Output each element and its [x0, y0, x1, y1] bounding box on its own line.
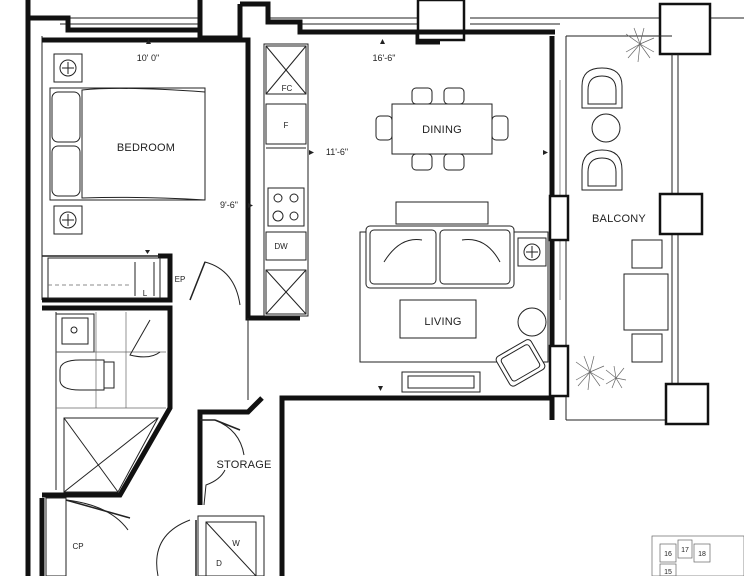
entry [39, 497, 197, 576]
dining-set [375, 87, 509, 171]
label-living: LIVING [424, 316, 461, 328]
dim-living-width: 16'-6" [373, 53, 396, 63]
keyplan [651, 535, 744, 576]
keyplan-unit: 17 [681, 547, 689, 554]
label-dryer: D [216, 559, 222, 568]
nightstands [53, 53, 83, 235]
label-washer: W [232, 539, 240, 548]
bedroom-door [189, 261, 241, 306]
bed [49, 87, 206, 201]
dim-bedroom-width: 10' 0" [137, 53, 159, 63]
keyplan-unit: 16 [664, 551, 672, 558]
keyplan-unit: 15 [664, 569, 672, 576]
bedroom-walls [42, 37, 300, 321]
top-window-band [60, 17, 744, 25]
dim-bedroom-depth: 9'-6" [220, 200, 238, 210]
label-bedroom: BEDROOM [117, 142, 175, 154]
living-furniture [359, 201, 549, 393]
kitchen-counter [263, 43, 309, 317]
pillar-balcony-bottom [664, 382, 710, 426]
label-linen: L [143, 289, 148, 298]
dim-kitchen-length: 11'-6" [326, 147, 348, 157]
label-fridge-closet: FC [282, 84, 293, 93]
pillar-balcony-mid [658, 192, 704, 236]
label-storage: STORAGE [217, 459, 272, 471]
living-east-wall [548, 36, 570, 420]
label-dishwasher: DW [274, 242, 288, 251]
linen-closet [47, 250, 161, 299]
label-fridge: F [284, 121, 289, 130]
label-balcony: BALCONY [592, 213, 646, 225]
label-dining: DINING [422, 124, 462, 136]
storage [200, 419, 245, 506]
dimension-markers [146, 39, 548, 208]
laundry [197, 515, 265, 576]
balcony [566, 27, 710, 426]
bathroom [42, 305, 173, 498]
top-walls [25, 0, 712, 56]
label-electrical-panel: EP [175, 275, 186, 284]
label-coat-closet: CP [72, 542, 83, 551]
south-walls [197, 318, 552, 576]
pillar-balcony-top [658, 2, 712, 56]
keyplan-unit: 18 [698, 551, 706, 558]
